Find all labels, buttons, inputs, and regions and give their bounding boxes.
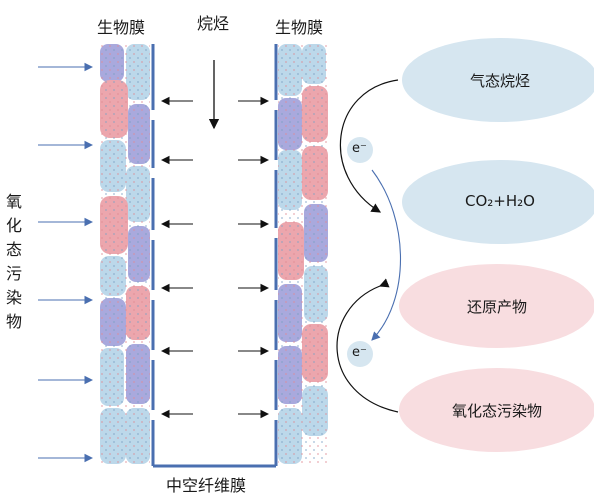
ellipse-label-oxidized-pollutant: 氧化态污染物 [451,402,542,420]
electron-label-bottom: e⁻ [352,345,367,360]
ellipse-oxidized-pollutant [399,368,594,452]
label-hollow-fiber: 中空纤维膜 [166,476,247,495]
label-biofilm-right: 生物膜 [275,18,324,37]
oxidation-curve [339,79,399,213]
ellipse-reduced-product [399,264,594,348]
electron-circle-bottom [347,341,373,367]
label-biofilm-left: 生物膜 [97,18,146,37]
pollutant-inflow-arrows [38,62,94,463]
electron-transfer-curve [371,169,401,341]
electron-circle-top [347,137,373,163]
label-alkane: 烷烃 [197,14,230,33]
ellipse-label-gaseous-alkane: 气态烷烃 [469,72,530,90]
ellipse-label-reduced-product: 还原产物 [466,298,527,316]
label-oxidized-pollutant-vertical: 氧 化 态 污 染 物 [5,192,22,331]
right-biofilm [278,44,328,464]
diffusion-arrows [160,96,270,419]
ellipse-label-co2-h2o: CO₂+H₂O [465,192,535,210]
reduction-curve [336,278,399,413]
electron-label-top: e⁻ [352,141,367,156]
hollow-fiber-membrane [151,44,278,468]
ellipse-gaseous-alkane [402,38,594,122]
left-biofilm [100,44,150,464]
ellipse-co2-h2o [402,160,594,244]
